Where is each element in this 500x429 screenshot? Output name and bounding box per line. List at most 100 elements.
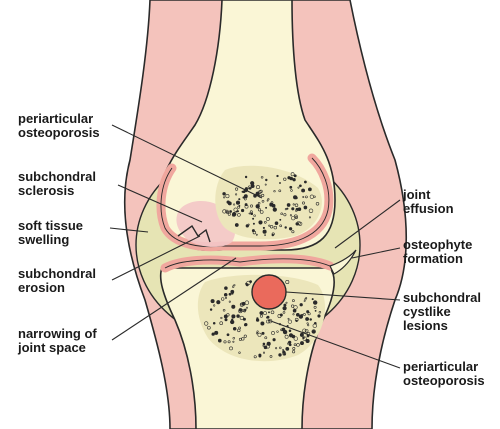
porosity-dot: [253, 214, 256, 217]
porosity-dot: [273, 225, 277, 230]
porosity-dot: [314, 309, 317, 312]
porosity-dot: [282, 306, 287, 311]
porosity-dot: [232, 285, 235, 288]
porosity-dot: [286, 207, 289, 210]
porosity-dot: [301, 313, 304, 316]
porosity-dot: [223, 196, 226, 199]
porosity-dot: [311, 298, 314, 301]
porosity-dot: [257, 332, 262, 337]
porosity-dot: [227, 212, 231, 216]
porosity-dot: [211, 333, 214, 336]
porosity-dot: [267, 198, 270, 201]
label-subchondral-erosion: subchondral erosion: [18, 266, 97, 295]
cystlike-lesion: [251, 274, 287, 310]
porosity-dot: [305, 317, 310, 321]
porosity-dot: [297, 186, 300, 189]
porosity-dot: [243, 334, 247, 338]
porosity-dot: [266, 217, 270, 221]
porosity-dot: [263, 311, 267, 316]
porosity-dot: [231, 304, 236, 309]
porosity-dot: [304, 329, 309, 333]
femur-osteoporosis-region: [215, 165, 322, 240]
porosity-dot: [263, 220, 267, 224]
porosity-dot: [274, 221, 279, 225]
porosity-dot: [270, 201, 274, 204]
porosity-dot: [287, 342, 290, 345]
porosity-dot: [278, 189, 282, 193]
porosity-dot: [272, 338, 276, 342]
porosity-dot: [302, 196, 305, 198]
porosity-dot: [209, 308, 213, 311]
porosity-dot: [244, 323, 247, 327]
porosity-dot: [216, 300, 221, 305]
porosity-dot: [292, 347, 296, 350]
label-osteophyte-formation: osteophyte formation: [403, 237, 473, 266]
porosity-dot: [295, 312, 300, 317]
porosity-dot: [288, 343, 292, 347]
porosity-dot: [244, 175, 248, 179]
porosity-dot: [258, 220, 263, 225]
porosity-dot: [223, 340, 227, 344]
porosity-dot: [243, 194, 248, 199]
porosity-dot: [270, 310, 275, 315]
erosion-notch: [177, 224, 211, 243]
porosity-dot: [264, 183, 267, 186]
porosity-dot: [291, 230, 295, 234]
porosity-dot: [235, 187, 239, 191]
porosity-dot: [292, 178, 296, 182]
porosity-dot: [280, 212, 283, 216]
porosity-dot: [304, 298, 307, 301]
porosity-dot: [282, 348, 285, 351]
porosity-dot: [233, 284, 236, 287]
porosity-dot: [311, 329, 316, 334]
porosity-dot: [224, 286, 228, 290]
leader-subchondral-cystlike: [285, 291, 401, 301]
porosity-dot: [283, 177, 287, 181]
porosity-dot: [282, 351, 287, 356]
porosity-dot: [244, 204, 249, 209]
porosity-dot: [303, 300, 306, 302]
leader-osteophyte-formation: [351, 247, 401, 259]
porosity-dot: [268, 224, 271, 227]
porosity-dot: [302, 336, 307, 341]
porosity-dot: [276, 330, 279, 333]
porosity-dot: [222, 192, 226, 196]
porosity-dot: [207, 325, 211, 330]
porosity-dot: [289, 214, 292, 217]
porosity-dot: [236, 314, 240, 318]
porosity-dot: [293, 174, 297, 178]
porosity-dot: [296, 343, 300, 347]
porosity-dot: [252, 222, 255, 225]
porosity-dot: [285, 280, 290, 284]
porosity-dot: [290, 189, 293, 192]
leader-narrowing-joint-space: [111, 257, 237, 341]
tibia-cartilage-line: [164, 258, 331, 269]
porosity-dot: [262, 226, 265, 229]
porosity-dot: [227, 340, 231, 344]
porosity-dot: [309, 318, 312, 321]
porosity-dot: [257, 208, 262, 212]
porosity-dot: [284, 226, 287, 229]
porosity-dot: [232, 327, 237, 331]
porosity-dot: [262, 342, 266, 346]
porosity-dot: [268, 311, 270, 314]
porosity-dot: [235, 210, 238, 213]
porosity-dot: [293, 336, 298, 341]
porosity-dot: [295, 222, 299, 226]
porosity-dot: [251, 229, 255, 233]
porosity-dot: [269, 225, 274, 229]
porosity-dot: [259, 311, 264, 315]
porosity-dot: [249, 204, 254, 208]
porosity-dot: [225, 194, 230, 199]
porosity-dot: [303, 180, 307, 184]
porosity-dot: [315, 202, 320, 206]
porosity-dot: [278, 181, 282, 185]
label-joint-effusion: joint effusion: [403, 187, 454, 216]
porosity-dot: [294, 203, 299, 207]
label-subchondral-cystlike-lesions: subchondral cystlike lesions: [403, 290, 482, 333]
porosity-dot: [308, 208, 314, 213]
porosity-dot: [288, 333, 294, 338]
porosity-dot: [243, 309, 246, 313]
porosity-dot: [279, 313, 283, 317]
porosity-dot: [289, 185, 293, 189]
